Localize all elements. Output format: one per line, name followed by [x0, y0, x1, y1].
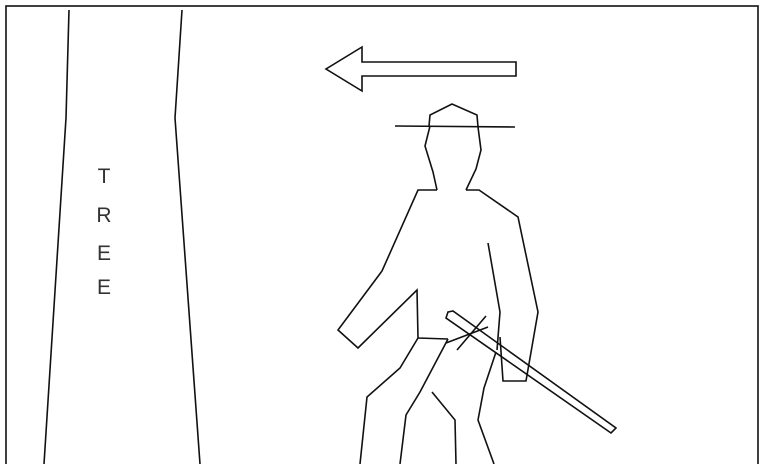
tree-letter-e2: E [97, 276, 111, 299]
inner-arm [488, 243, 500, 350]
hat-brim [395, 126, 515, 127]
belt-line [446, 327, 488, 343]
left-leg-outer [360, 338, 418, 464]
right-leg-outer [478, 352, 496, 464]
face-left [425, 126, 437, 190]
right-leg-inner [432, 392, 456, 464]
left-arrow-icon [326, 47, 516, 91]
tree-letter-e1: E [97, 242, 111, 265]
tree-label: T R E E [96, 165, 111, 299]
torso-left-arm [338, 190, 448, 348]
tree-letter-r: R [96, 204, 111, 227]
torso-right-arm [466, 190, 538, 381]
sword-blade [446, 311, 616, 433]
man-with-hat-and-sword-icon [338, 104, 616, 464]
tree-left-edge [44, 10, 69, 464]
face-right [466, 127, 481, 190]
tree-right-edge [175, 10, 200, 464]
tree-trunk [44, 10, 200, 464]
tree-letter-t: T [98, 165, 111, 188]
hat-crown [429, 104, 478, 127]
frame-border [6, 6, 758, 464]
belt-cross [457, 316, 486, 350]
